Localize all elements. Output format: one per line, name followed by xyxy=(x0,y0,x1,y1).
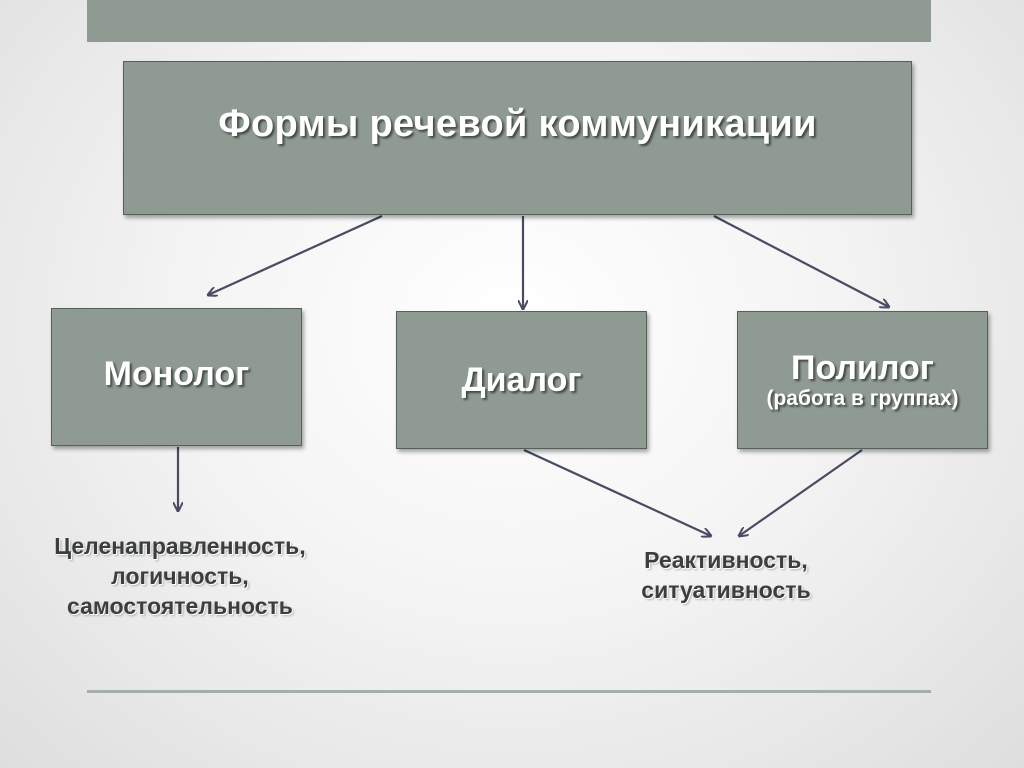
top-decor-band xyxy=(87,0,931,42)
feature-line: самостоятельность xyxy=(67,593,293,619)
feature-line: Реактивность, xyxy=(644,547,808,573)
polylogue-box: Полилог (работа в группах) xyxy=(737,311,988,449)
polylogue-label: Полилог xyxy=(791,348,934,387)
title-box: Формы речевой коммуникации xyxy=(123,61,912,215)
feature-line: логичность, xyxy=(111,563,249,589)
feature-line: Целенаправленность, xyxy=(54,533,306,559)
dialogue-polylogue-features: Реактивность, ситуативность xyxy=(596,545,856,605)
arrow-dialogue-to-features xyxy=(523,449,711,536)
arrow-polylogue-to-features xyxy=(739,449,863,536)
monologue-label: Монолог xyxy=(103,354,250,393)
monologue-box: Монолог xyxy=(51,308,302,446)
diagram-title: Формы речевой коммуникации xyxy=(218,102,817,145)
monologue-features: Целенаправленность, логичность, самостоя… xyxy=(30,531,330,621)
feature-line: ситуативность xyxy=(641,577,811,603)
bottom-divider xyxy=(87,690,931,693)
polylogue-note: (работа в группах) xyxy=(766,387,959,411)
dialogue-box: Диалог xyxy=(396,311,647,449)
arrow-title-to-polylogue xyxy=(713,215,889,307)
dialogue-label: Диалог xyxy=(461,360,582,399)
arrow-title-to-monologue xyxy=(208,214,383,295)
